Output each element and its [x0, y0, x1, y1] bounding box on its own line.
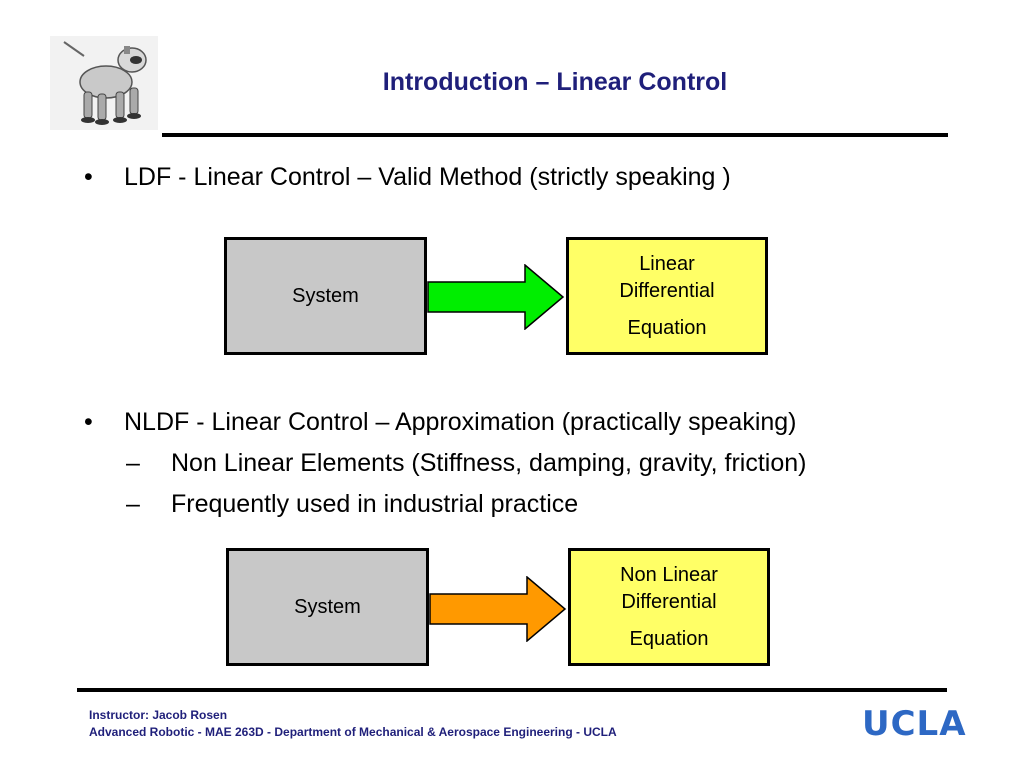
bullet-nldf: • NLDF - Linear Control – Approximation (… — [84, 408, 797, 437]
equation-line2: Differential — [619, 279, 715, 302]
equation-box-nonlinear: Non Linear Differential Equation — [568, 548, 770, 666]
sub-bullet-marker: – — [126, 490, 140, 518]
slide-title: Introduction – Linear Control — [382, 68, 728, 96]
equation-line1: Non Linear — [620, 563, 718, 586]
bullet-text: LDF - Linear Control – Valid Method (str… — [124, 163, 731, 191]
sub-bullet-text: Frequently used in industrial practice — [171, 490, 579, 518]
sub-bullet-marker: – — [126, 449, 140, 477]
sub-bullet-industrial-practice: – Frequently used in industrial practice — [126, 490, 578, 519]
equation-line3: Equation — [627, 316, 707, 339]
system-box-linear: System — [224, 237, 427, 355]
robot-dog-icon — [50, 36, 158, 130]
sub-bullet-nonlinear-elements: – Non Linear Elements (Stiffness, damping… — [126, 449, 806, 478]
bullet-text: NLDF - Linear Control – Approximation (p… — [124, 408, 797, 436]
equation-box-linear: Linear Differential Equation — [566, 237, 768, 355]
bullet-ldf: • LDF - Linear Control – Valid Method (st… — [84, 163, 731, 192]
equation-line2: Differential — [621, 590, 717, 613]
footer-divider — [77, 688, 947, 692]
equation-line1: Linear — [639, 252, 695, 275]
bullet-marker: • — [84, 408, 93, 436]
footer-course: Advanced Robotic - MAE 263D - Department… — [89, 725, 617, 739]
arrow-right-icon — [427, 264, 565, 330]
equation-line3: Equation — [629, 627, 709, 650]
bullet-marker: • — [84, 163, 93, 191]
system-box-nonlinear: System — [226, 548, 429, 666]
system-label: System — [292, 284, 359, 307]
system-label: System — [294, 595, 361, 618]
title-divider — [162, 133, 948, 137]
ucla-logo: UCLA — [862, 704, 967, 744]
sub-bullet-text: Non Linear Elements (Stiffness, damping,… — [171, 449, 807, 477]
arrow-right-icon — [429, 576, 567, 642]
footer-instructor: Instructor: Jacob Rosen — [89, 708, 228, 722]
